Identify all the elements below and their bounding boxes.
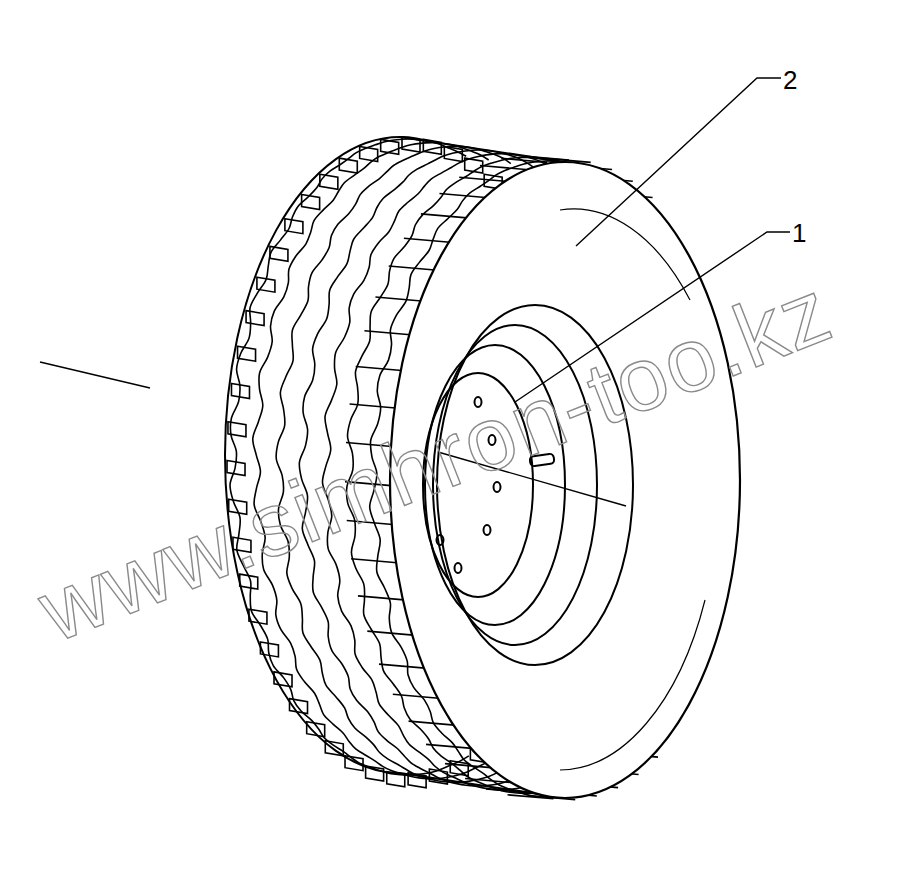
callout-number: 1 bbox=[792, 220, 806, 246]
callout-number: 2 bbox=[783, 67, 797, 93]
